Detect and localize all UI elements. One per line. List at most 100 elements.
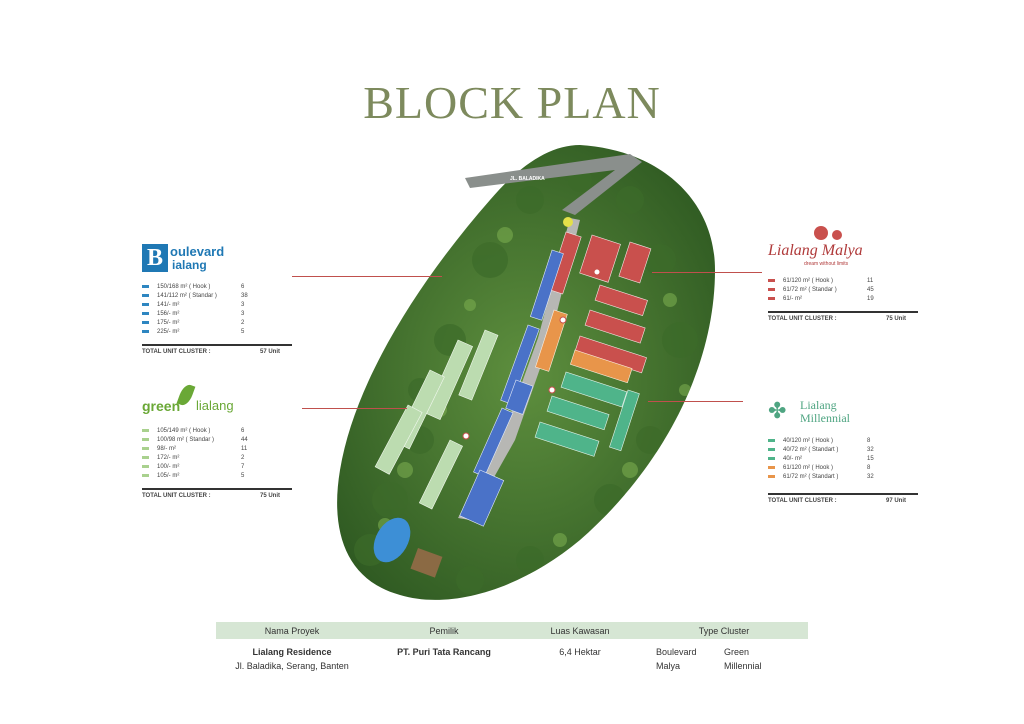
flower-small-icon	[832, 230, 842, 240]
unit-count: 5	[241, 328, 245, 335]
unit-type-label: 100/- m²	[157, 463, 180, 470]
unit-count: 32	[867, 473, 874, 480]
green-total-label: TOTAL UNIT CLUSTER :	[142, 493, 211, 499]
boulevard-total-value: 57 Unit	[260, 349, 281, 355]
site-plan-map: JL. BALADIKA	[337, 145, 715, 600]
malya-total: TOTAL UNIT CLUSTER : 75 Unit	[768, 311, 918, 322]
unit-count: 45	[867, 286, 874, 293]
malya-tagline: dream without limits	[804, 261, 849, 267]
cluster-millennial-panel: ✤ Lialang Millennial 40/120 m² ( Hook )8…	[768, 396, 918, 504]
unit-type-label: 61/72 m² ( Standart )	[783, 473, 839, 480]
unit-row: 40/- m² 15	[768, 454, 918, 463]
unit-row: 40/72 m² ( Standart )32	[768, 445, 918, 454]
boulevard-logo-bottom: ialang	[172, 258, 207, 272]
legend-swatch	[142, 312, 149, 315]
leader-millennial	[648, 401, 743, 402]
unit-type-label: 225/- m²	[157, 328, 180, 335]
legend-swatch	[768, 279, 775, 282]
unit-count: 3	[241, 301, 245, 308]
project-info-body: Lialang Residence Jl. Baladika, Serang, …	[216, 645, 808, 673]
unit-row: 150/168 m² ( Hook )6	[142, 282, 292, 291]
unit-count: 19	[867, 295, 874, 302]
header-type-cluster: Type Cluster	[698, 625, 750, 636]
millennial-logo-line2: Millennial	[800, 411, 850, 425]
malya-total-value: 75 Unit	[886, 316, 907, 322]
leader-boulevard	[292, 276, 442, 277]
legend-swatch	[768, 448, 775, 451]
legend-swatch	[142, 474, 149, 477]
legend-swatch	[142, 447, 149, 450]
unit-count: 5	[241, 472, 245, 479]
green-logo-word: green	[142, 398, 181, 414]
legend-swatch	[142, 438, 149, 441]
unit-row: 61/120 m² ( Hook ) 8	[768, 463, 918, 472]
type-cluster-item: Millennial	[724, 661, 762, 671]
unit-count: 11	[867, 277, 874, 284]
unit-type-label: 105/149 m² ( Hook )	[157, 427, 211, 434]
unit-row: 105/149 m² ( Hook ) 6	[142, 426, 292, 435]
unit-count: 7	[241, 463, 245, 470]
unit-count: 11	[241, 445, 248, 452]
type-cluster-list: Boulevard Green Malya Millennial	[640, 645, 808, 673]
unit-type-label: 61/- m²	[783, 295, 803, 302]
unit-count: 2	[241, 319, 245, 326]
legend-swatch	[142, 429, 149, 432]
unit-type-label: 40/72 m² ( Standart )	[783, 446, 839, 453]
unit-type-label: 100/98 m² ( Standar )	[157, 436, 215, 443]
legend-swatch	[768, 288, 775, 291]
flower-icon	[814, 226, 828, 240]
green-logo-lialang: lialang	[196, 398, 234, 413]
unit-row: 100/- m² 7	[142, 462, 292, 471]
legend-swatch	[142, 465, 149, 468]
unit-row: 61/72 m² ( Standar )45	[768, 285, 918, 294]
unit-count: 6	[241, 427, 245, 434]
legend-swatch	[142, 303, 149, 306]
boulevard-logo-top: oulevard	[170, 244, 225, 259]
legend-swatch	[142, 330, 149, 333]
green-unit-list: 105/149 m² ( Hook ) 6 100/98 m² ( Standar …	[142, 426, 292, 480]
header-project-name: Nama Proyek	[264, 625, 320, 636]
legend-swatch	[768, 475, 775, 478]
unit-count: 15	[867, 455, 874, 462]
millennial-total: TOTAL UNIT CLUSTER : 97 Unit	[768, 493, 918, 504]
unit-type-label: 40/- m²	[783, 455, 803, 462]
type-cluster-item: Green	[724, 647, 750, 657]
road-label: JL. BALADIKA	[510, 176, 545, 182]
unit-type-label: 141/- m²	[157, 301, 180, 308]
unit-type-label: 61/120 m² ( Hook )	[783, 277, 834, 284]
legend-swatch	[768, 466, 775, 469]
unit-row: 61/120 m² ( Hook ) 11	[768, 276, 918, 285]
unit-type-label: 150/168 m² ( Hook )	[157, 283, 211, 290]
project-info-header: Nama Proyek Pemilik Luas Kawasan Type Cl…	[216, 622, 808, 639]
unit-count: 3	[241, 310, 245, 317]
unit-type-label: 141/112 m² ( Standar )	[157, 292, 217, 299]
unit-count: 44	[241, 436, 248, 443]
project-info-table: Nama Proyek Pemilik Luas Kawasan Type Cl…	[216, 622, 808, 673]
unit-row: 61/72 m² ( Standart ) 32	[768, 472, 918, 481]
unit-count: 8	[867, 437, 871, 444]
legend-swatch	[142, 456, 149, 459]
header-area: Luas Kawasan	[550, 625, 610, 636]
unit-row: 98/- m² 11	[142, 444, 292, 453]
unit-type-label: 61/120 m² ( Hook )	[783, 464, 834, 471]
leader-malya	[652, 272, 762, 273]
type-cluster-item: Boulevard	[656, 647, 697, 657]
unit-count: 8	[867, 464, 871, 471]
project-address: Jl. Baladika, Serang, Banten	[235, 661, 349, 671]
boulevard-total-label: TOTAL UNIT CLUSTER :	[142, 349, 211, 355]
project-area: 6,4 Hektar	[559, 647, 601, 657]
legend-swatch	[768, 439, 775, 442]
malya-total-label: TOTAL UNIT CLUSTER :	[768, 316, 837, 322]
millennial-total-value: 97 Unit	[886, 498, 907, 504]
green-total-value: 75 Unit	[260, 493, 281, 499]
type-cluster-item: Malya	[656, 661, 681, 671]
millennial-total-label: TOTAL UNIT CLUSTER :	[768, 498, 837, 504]
unit-count: 38	[241, 292, 248, 299]
unit-row: 40/120 m² ( Hook )8	[768, 436, 918, 445]
unit-type-label: 98/- m²	[157, 445, 177, 452]
